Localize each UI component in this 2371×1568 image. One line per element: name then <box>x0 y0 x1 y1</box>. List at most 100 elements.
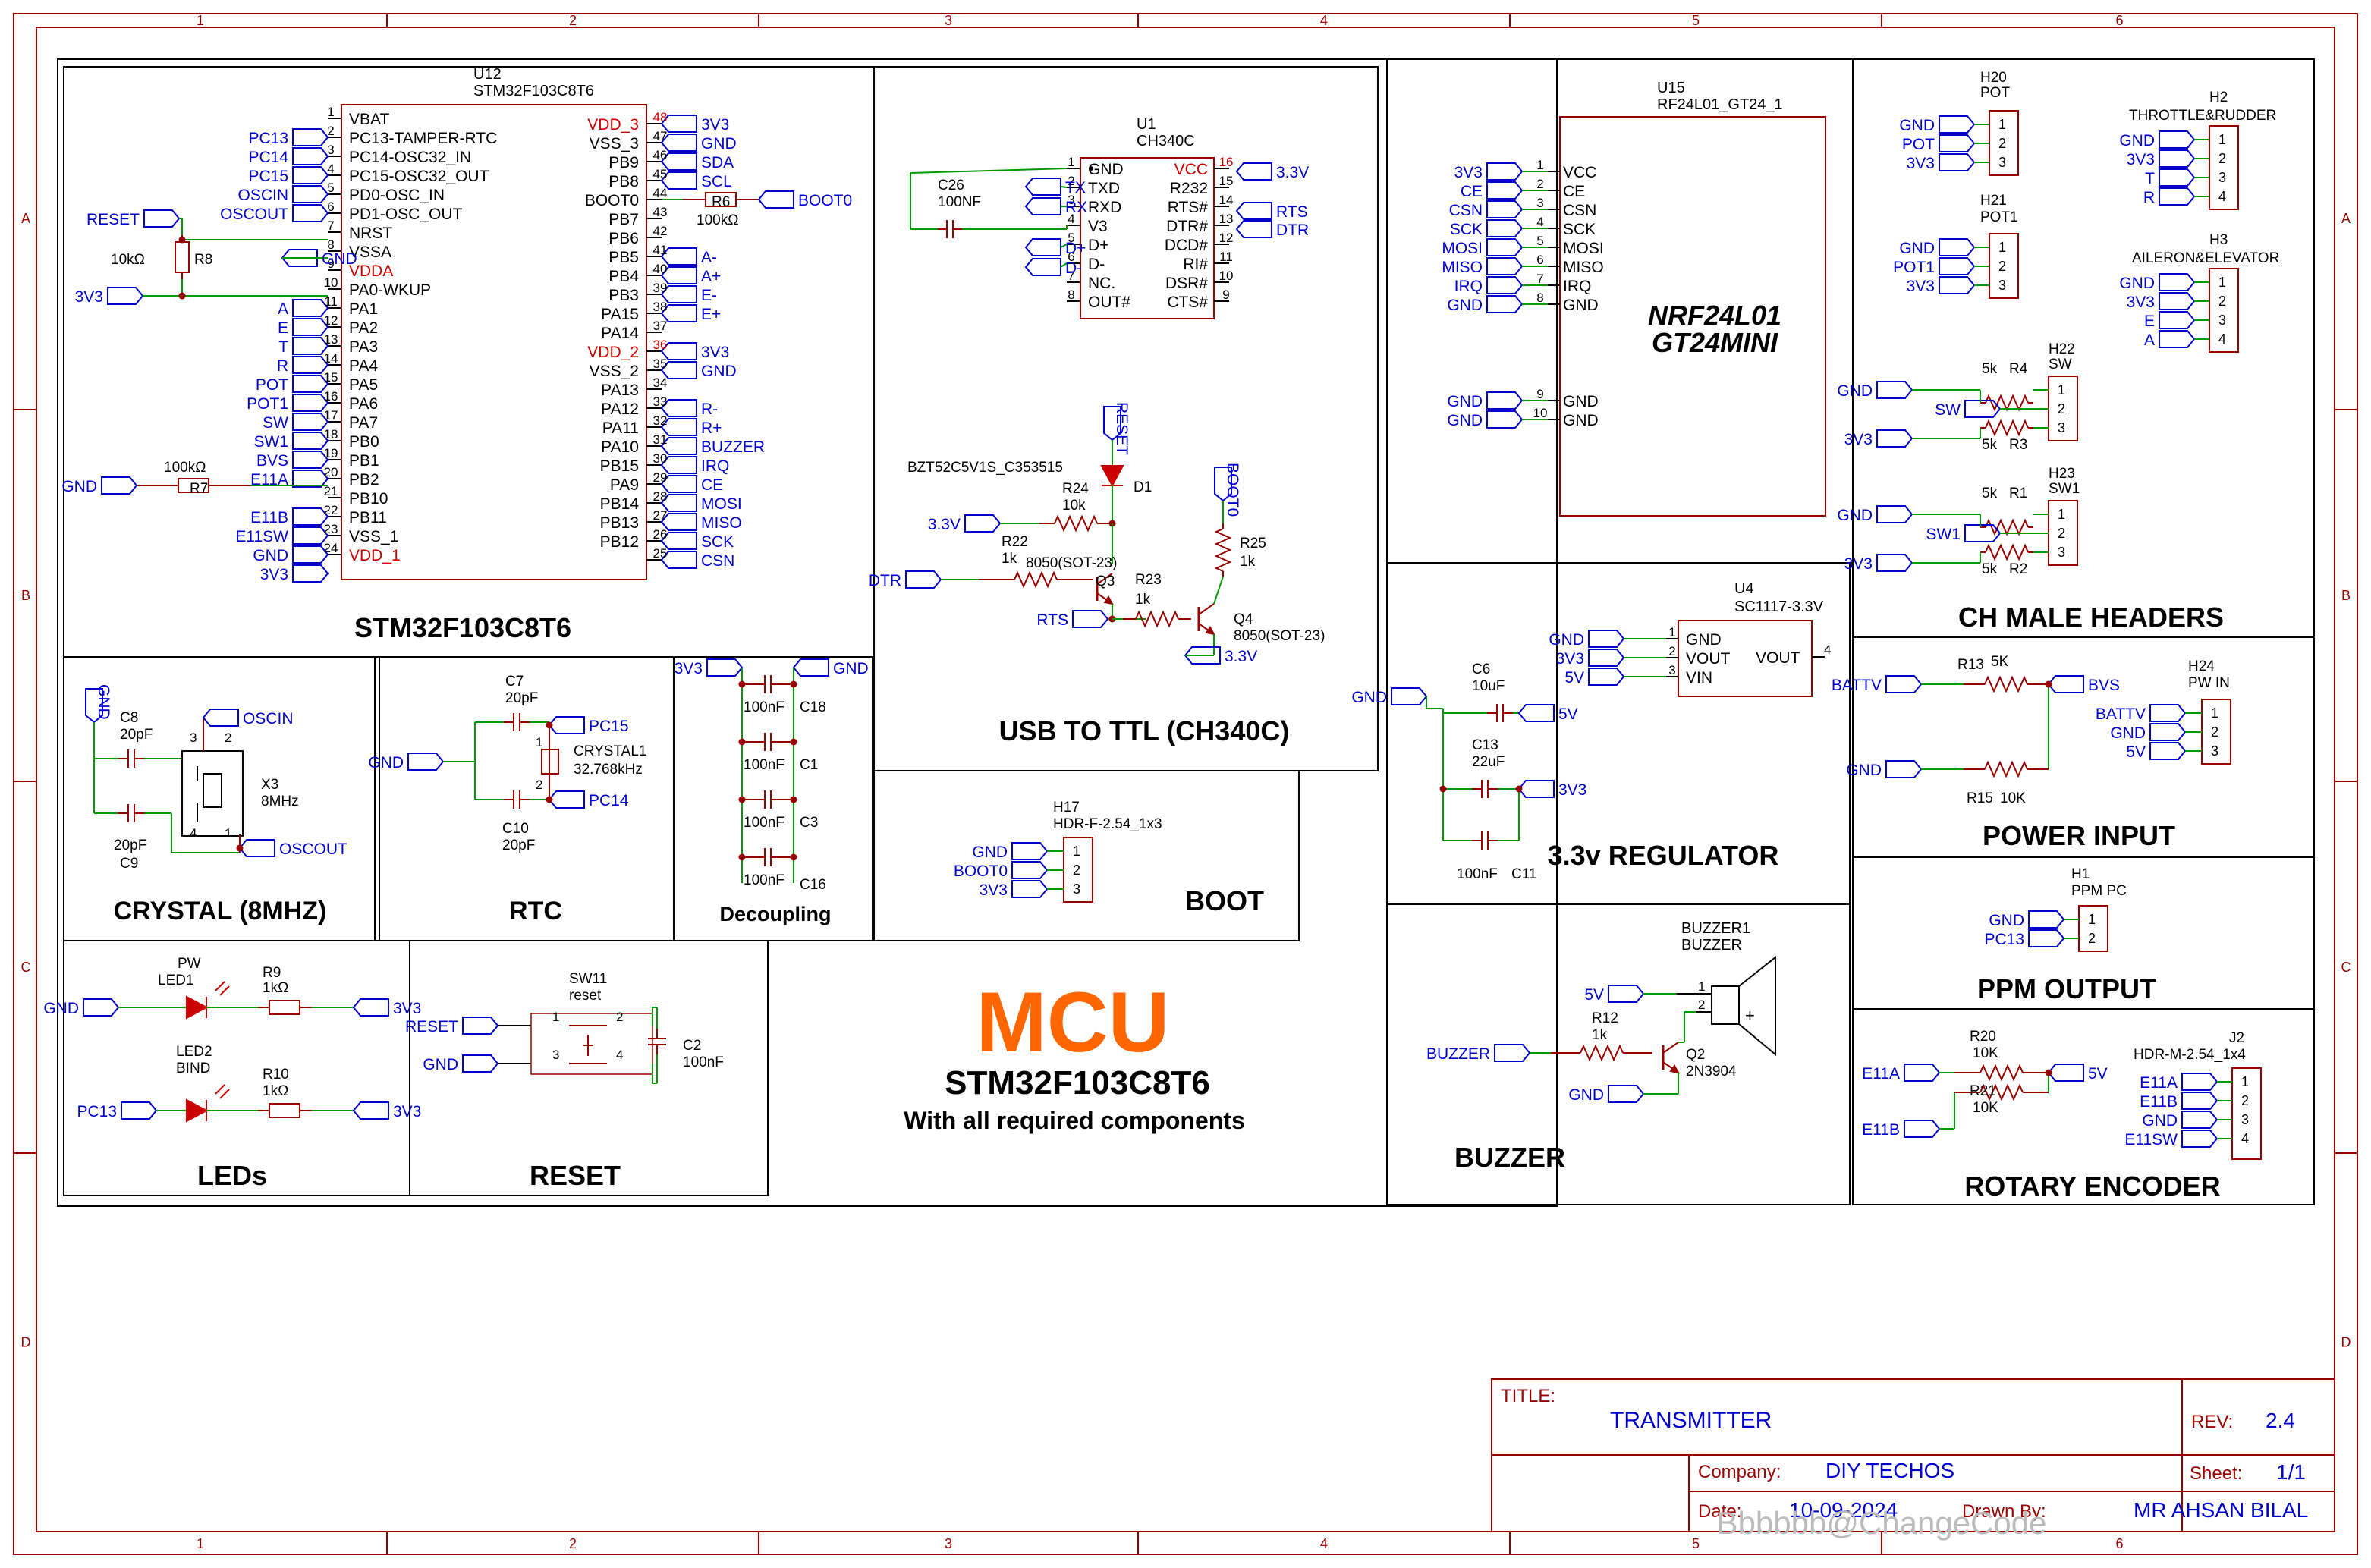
net-headers-h22-nets-0: GND <box>1837 382 1873 400</box>
cap-ref: C16 <box>800 877 826 893</box>
pin-name: PA1 <box>349 300 378 318</box>
net-headers-h20-nets-1: POT <box>1902 136 1935 153</box>
u12-ref: U12 <box>473 66 502 83</box>
u15-value: RF24L01_GT24_1 <box>1657 96 1783 113</box>
net-power-bvs: BVS <box>2088 677 2120 694</box>
net-u12-right-pins-17-2: BUZZER <box>701 438 765 456</box>
cap-value: 100nF <box>744 699 785 715</box>
pin-number: 15 <box>324 370 338 385</box>
net-headers-h3-nets-1: 3V3 <box>2127 294 2155 311</box>
net-rotary-e11a: E11A <box>1862 1065 1900 1083</box>
row-marker: D <box>2341 1335 2351 1350</box>
net-u15-pins-2-2: CSN <box>1449 202 1483 219</box>
pin-number: 2 <box>2241 1093 2249 1108</box>
column-marker: 1 <box>197 1536 204 1551</box>
r10-value: 1kΩ <box>263 1083 288 1099</box>
net-boot-nets-2: 3V3 <box>980 881 1008 899</box>
pin-number: 17 <box>324 408 338 423</box>
j2-body <box>2231 1067 2262 1160</box>
r9-value: 1kΩ <box>263 980 288 996</box>
pin-number: 9 <box>1222 288 1229 302</box>
h2-value: THROTTLE&RUDDER <box>2129 108 2276 124</box>
net-rotary-nets-1: E11B <box>2140 1093 2178 1111</box>
pin-name: R232 <box>1170 180 1208 197</box>
crystal1-ref: CRYSTAL1 <box>574 743 646 759</box>
net-u12-left-pins-4-2: OSCIN <box>237 187 288 204</box>
u12-body <box>341 104 647 580</box>
net-u4-pins-0-2: GND <box>1549 631 1584 649</box>
block-border <box>57 58 1558 1207</box>
sw11-ref: SW11 <box>569 971 607 987</box>
pin-name: OUT# <box>1088 294 1130 311</box>
net-u15-pins-9-2: GND <box>1447 412 1483 429</box>
h23-rtop-value: 5k <box>1982 485 1998 501</box>
net-headers-h2-nets-3: R <box>2143 189 2155 206</box>
net-u12-right-pins-16-2: R+ <box>701 419 722 437</box>
drawn-label: Drawn By: <box>1962 1501 2046 1522</box>
pin-number: 1 <box>1668 625 1675 639</box>
pin-number: 4 <box>327 162 334 176</box>
pin-number: 2 <box>327 124 334 138</box>
pin-number: 7 <box>1536 272 1543 286</box>
u12-value: STM32F103C8T6 <box>473 83 594 99</box>
net-u12-right-pins-9-2: E- <box>701 287 717 304</box>
x3-value: 8MHz <box>261 793 299 809</box>
pin-name: VSS_1 <box>349 528 398 545</box>
net-boot-nets-0: GND <box>972 844 1008 861</box>
r24-ref: R24 <box>1062 481 1089 497</box>
block-title-crystal: CRYSTAL (8MHZ) <box>114 897 327 925</box>
net-u15-pins-5-2: MISO <box>1442 259 1483 276</box>
r20-value: 10K <box>1973 1045 1998 1061</box>
h23-rtop-ref: R1 <box>2009 485 2027 501</box>
net-u12-right-pins-22-2: SCK <box>701 533 734 551</box>
pin-number: 16 <box>1219 155 1234 169</box>
cap-value: 100nF <box>744 757 785 773</box>
pin-name: VOUT <box>1686 650 1731 668</box>
pin-name: PA14 <box>601 325 639 342</box>
d1-value: BZT52C5V1S_C353515 <box>907 460 1063 476</box>
pin-name: PB8 <box>608 173 639 190</box>
net-u1-dm: D- <box>1065 259 1082 277</box>
pin-number: 13 <box>324 332 338 347</box>
net-u4-v5: 5V <box>1558 705 1578 723</box>
h22-ref: H22 <box>2049 341 2075 357</box>
u15-ref: U15 <box>1657 80 1685 96</box>
pin-number: 3 <box>2211 743 2218 759</box>
pin-number: 3 <box>327 143 334 157</box>
pin-number: 3 <box>2058 420 2065 435</box>
pin-name: PA10 <box>601 438 639 456</box>
pin-number: 1 <box>2058 507 2065 522</box>
net-u12-right-pins-7-2: A- <box>701 249 717 266</box>
pin-number: 2 <box>1536 177 1543 191</box>
net-u12-right-pins-23-2: CSN <box>701 552 734 570</box>
block-title-power: POWER INPUT <box>1983 820 2175 851</box>
net-u15-pins-8-2: GND <box>1447 393 1483 410</box>
net-headers-h23-nets-2: 3V3 <box>1844 555 1873 573</box>
net-headers-h23-nets-0: GND <box>1837 507 1873 524</box>
pin-number: 31 <box>653 432 668 447</box>
column-marker: 4 <box>1320 1536 1328 1551</box>
pin-name: VDD_3 <box>587 116 639 134</box>
net-headers-h20-nets-2: 3V3 <box>1907 155 1935 172</box>
net-leds-v33: 3V3 <box>393 1103 421 1120</box>
net-u1-rts: RTS <box>1276 203 1308 221</box>
net-power-nets-2: 5V <box>2126 743 2146 761</box>
pin-number: 3 <box>190 731 197 745</box>
pin-number: 4 <box>1824 643 1831 657</box>
pin-number: 4 <box>190 826 197 841</box>
net-u1-dp: D+ <box>1065 240 1086 257</box>
h1-value: PPM PC <box>2071 883 2127 899</box>
c8-value: 20pF <box>120 727 153 743</box>
pin-name: PD0-OSC_IN <box>349 187 445 204</box>
inner-border <box>36 27 2335 1532</box>
pin-number: 2 <box>2218 294 2226 309</box>
net-u4-pins-1-2: 3V3 <box>1556 650 1584 668</box>
h23-value: SW1 <box>2049 481 2080 497</box>
pin-number: 16 <box>324 389 338 404</box>
pin-name: VSSA <box>349 244 391 261</box>
pin-number: 2 <box>1998 136 2006 151</box>
rev-value: 2.4 <box>2266 1409 2295 1432</box>
pin-number: 1 <box>2218 275 2226 290</box>
pin-number: 11 <box>324 294 338 309</box>
q3-ref: Q3 <box>1096 573 1115 589</box>
